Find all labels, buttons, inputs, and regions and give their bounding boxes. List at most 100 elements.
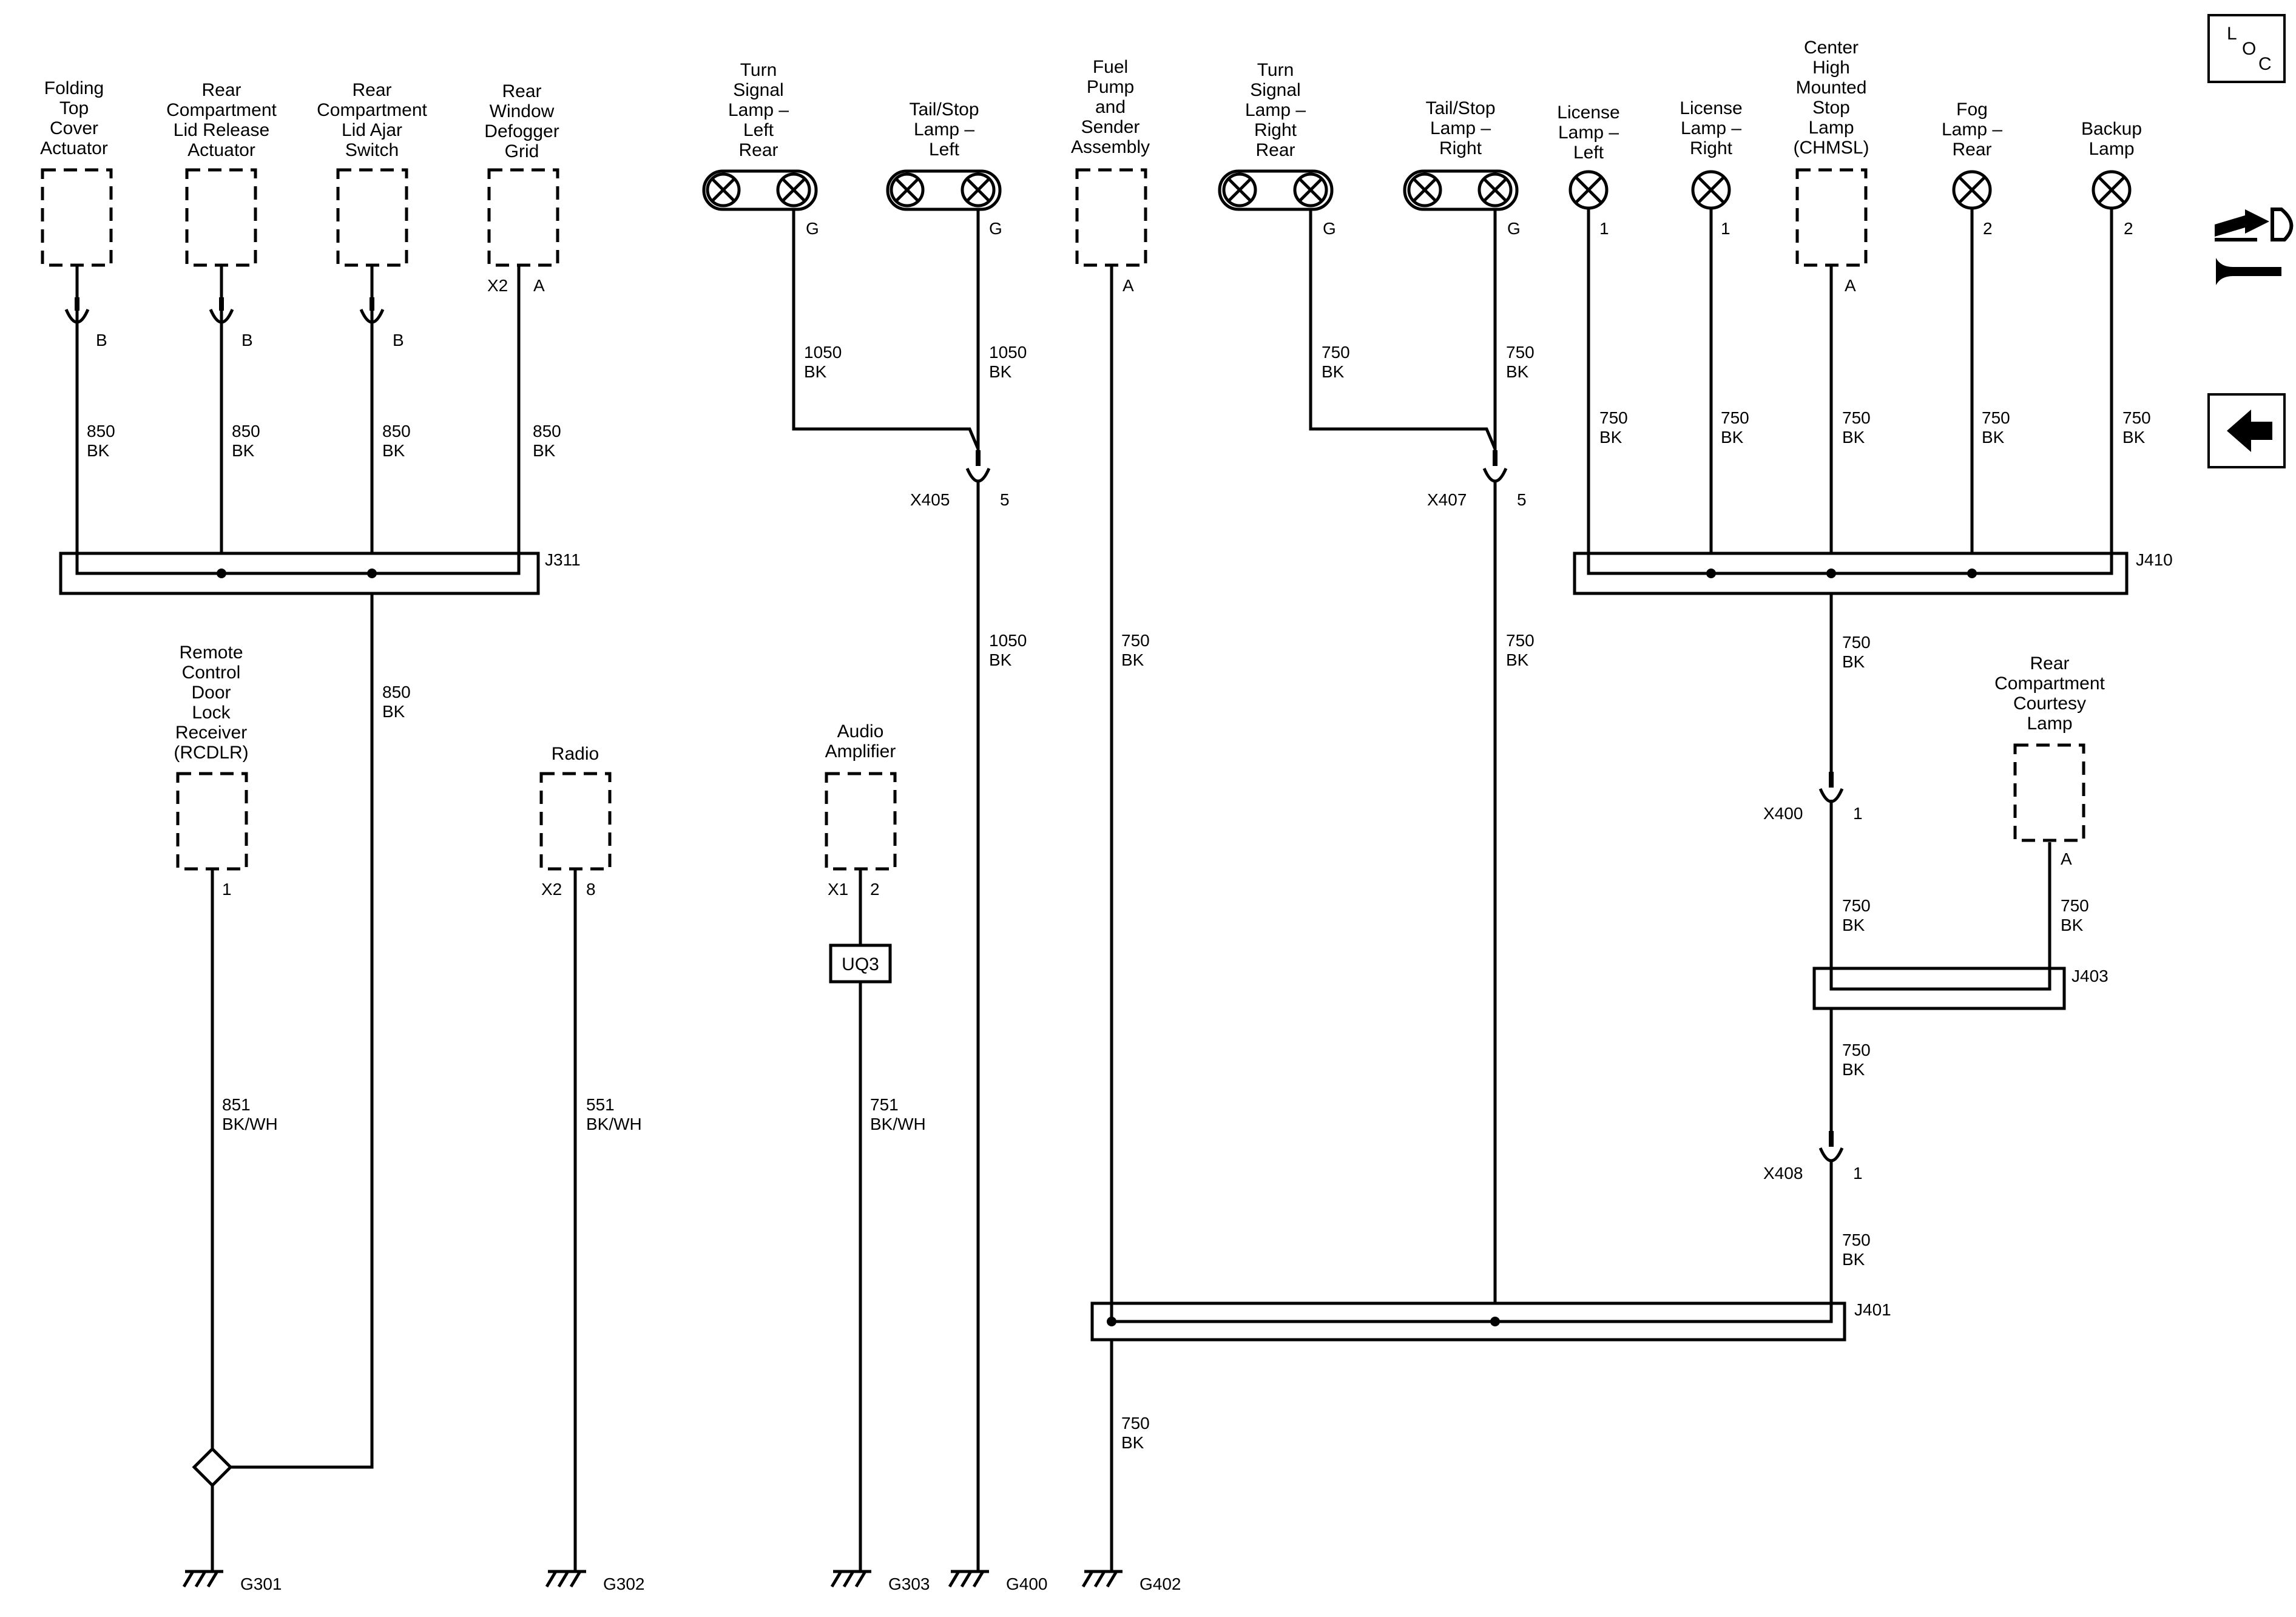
text-line: BK [87, 441, 110, 460]
text-line: 850 [533, 422, 561, 441]
text-line: BK [1121, 650, 1144, 669]
text-line: Lamp [1808, 118, 1854, 138]
ground-g400-icon [948, 1570, 989, 1588]
text-line: Compartment [317, 100, 427, 120]
text-line: Receiver [175, 723, 247, 743]
text-line: High [1812, 58, 1850, 78]
pin-amp: 2 [870, 880, 880, 899]
text-line: 850 [382, 683, 411, 701]
text-line: BK/WH [870, 1115, 926, 1133]
text-line: Defogger [484, 121, 559, 141]
module-uq3-box [829, 944, 892, 984]
text-line: 750 [1506, 631, 1535, 650]
splice-dot [1967, 569, 1977, 578]
back-button[interactable] [2207, 393, 2286, 468]
text-line: 1050 [804, 343, 842, 362]
text-line: Lock [192, 703, 231, 723]
fog-lamp-bulb [1952, 170, 1992, 210]
ground-g302-label: G302 [603, 1575, 645, 1593]
text-line: Fuel [1093, 57, 1128, 77]
text-line: License [1680, 98, 1742, 118]
text-line: 750 [1121, 1414, 1150, 1433]
loc-letter-c: C [2258, 54, 2272, 74]
lamps [702, 169, 2132, 211]
pin-backup: 2 [2124, 219, 2133, 238]
pin-tail-right: G [1507, 219, 1521, 238]
splice-labels: J311 J410 J403 J401 [545, 550, 2173, 1319]
connector-x400-pin [1829, 772, 1834, 788]
connector-labels: X405 X407 X400 X408 [910, 490, 1803, 1183]
ground-g303-label: G303 [888, 1575, 930, 1593]
text-line: BK [1599, 428, 1622, 447]
backup-lamp-bulb [2092, 170, 2132, 210]
text-line: 750 [1842, 633, 1871, 652]
text-line: Compartment [1994, 673, 2105, 694]
back-arrow-icon [2227, 410, 2272, 452]
text-line: 850 [87, 422, 115, 441]
text-line: Lamp [2088, 139, 2134, 159]
wire-850-to-g301 [212, 573, 374, 1469]
connector-wrench-icon[interactable] [2215, 208, 2294, 285]
text-line: Lamp [2027, 714, 2072, 734]
text-line: Lid Ajar [342, 120, 402, 140]
text-line: Amplifier [825, 741, 896, 761]
chmsl-box [1795, 168, 1868, 267]
text-line: Rear [1952, 140, 1991, 160]
text-line: 850 [382, 422, 411, 441]
text-line: Tail/Stop [1425, 98, 1495, 118]
text-line: Remote [179, 643, 243, 663]
connector-rear-lid-release [209, 308, 234, 324]
text-line: Left [929, 140, 960, 160]
connector-x408-label: X408 [1763, 1164, 1803, 1183]
text-line: BK [1842, 1060, 1865, 1079]
pin-labels: B B B X2 A G G A G G 1 1 A 2 2 1 X2 8 X1… [96, 219, 2133, 1183]
text-line: Fog [1956, 100, 1988, 120]
ground-g402-label: G402 [1140, 1575, 1181, 1593]
connector-x400 [1818, 788, 1844, 803]
splice-j403-label: J403 [2071, 967, 2109, 985]
pin-x400: 1 [1853, 804, 1863, 823]
connector-symbols [64, 297, 1844, 1163]
text-line: BK [2061, 916, 2084, 934]
text-line: Compartment [166, 100, 277, 120]
connector-x407-pin [1493, 450, 1497, 466]
text-line: BK [1506, 362, 1529, 381]
text-line: Rear [2030, 653, 2069, 673]
pin-x408: 1 [1853, 1164, 1863, 1183]
radio-box [539, 772, 612, 871]
text-line: BK [533, 441, 556, 460]
connector-x405 [965, 467, 991, 483]
ground-labels: G301 G302 G303 G400 G402 [240, 1575, 1181, 1593]
pin-tail-left: G [989, 219, 1002, 238]
text-line: Door [191, 683, 231, 703]
text-line: Assembly [1071, 137, 1150, 157]
pin-defogger: A [533, 276, 545, 295]
loc-button[interactable]: L O C [2207, 14, 2286, 83]
text-line: Lamp – [1942, 120, 2002, 140]
text-line: Rear [502, 81, 541, 101]
folding-top-cover-actuator-box [41, 168, 113, 267]
text-line: Control [182, 663, 241, 683]
text-line: BK [2122, 428, 2146, 447]
splice-j403-bus [1829, 968, 2051, 991]
text-line: Rear [738, 140, 778, 160]
text-line: BK [989, 362, 1012, 381]
text-line: Sender [1081, 117, 1140, 137]
loc-letter-l: L [2227, 24, 2237, 44]
text-line: 750 [1322, 343, 1350, 362]
